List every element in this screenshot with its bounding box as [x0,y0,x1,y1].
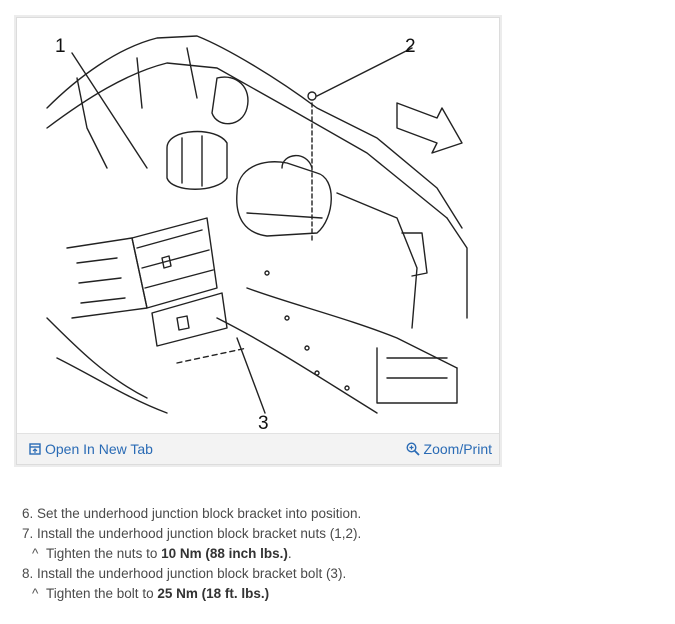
step-6: 6. Set the underhood junction block brac… [22,506,362,521]
step-8: 8. Install the underhood junction block … [22,566,347,581]
figure-toolbar: Open In New Tab Zoom/Print [17,433,499,464]
line-drawing [46,35,468,414]
step-8-torque: ^Tighten the bolt to 25 Nm (18 ft. lbs.) [22,584,361,604]
callout-1: 1 [55,36,66,57]
instructions-list: 6. Set the underhood junction block brac… [22,504,361,604]
open-in-new-tab-link[interactable]: Open In New Tab [29,441,153,457]
zoom-print-label: Zoom/Print [423,441,492,457]
open-in-new-tab-icon [29,443,41,455]
engine-bay-diagram: 1 2 3 [17,18,501,436]
figure-card: 1 2 3 Open In New Tab Zoom/Print [16,17,500,465]
callout-2: 2 [405,36,416,57]
zoom-print-link[interactable]: Zoom/Print [406,441,492,457]
zoom-in-icon [406,442,420,456]
caret-icon: ^ [32,546,39,561]
step-7-torque: ^Tighten the nuts to 10 Nm (88 inch lbs.… [22,544,361,564]
caret-icon: ^ [32,586,39,601]
torque-value-nuts: 10 Nm (88 inch lbs.) [161,546,288,561]
callout-3: 3 [258,413,269,434]
open-in-new-tab-label: Open In New Tab [45,441,153,457]
torque-value-bolt: 25 Nm (18 ft. lbs.) [157,586,270,601]
step-7: 7. Install the underhood junction block … [22,526,362,541]
